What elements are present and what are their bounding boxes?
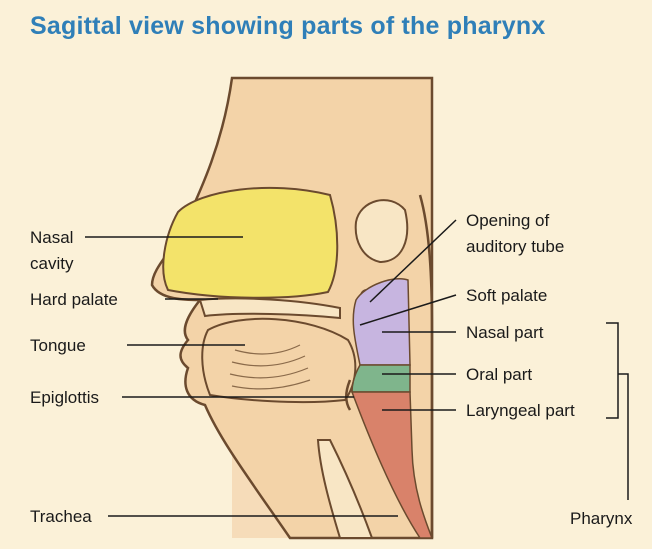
sphenoid-sinus: [356, 200, 408, 262]
pharynx-bracket: [606, 323, 628, 500]
label-laryngeal-part: Laryngeal part: [466, 400, 575, 421]
label-auditory-tube-2: auditory tube: [466, 236, 564, 257]
label-soft-palate: Soft palate: [466, 285, 547, 306]
label-nasal-part: Nasal part: [466, 322, 543, 343]
label-oral-part: Oral part: [466, 364, 532, 385]
oral-part-region: [352, 365, 410, 392]
label-nasal-cavity-1: Nasal: [30, 227, 73, 248]
label-nasal-cavity-2: cavity: [30, 253, 73, 274]
tongue-shape: [202, 319, 355, 402]
label-pharynx: Pharynx: [570, 508, 632, 529]
label-trachea: Trachea: [30, 506, 92, 527]
label-hard-palate: Hard palate: [30, 289, 118, 310]
label-auditory-tube-1: Opening of: [466, 210, 549, 231]
label-epiglottis: Epiglottis: [30, 387, 99, 408]
label-tongue: Tongue: [30, 335, 86, 356]
nasal-cavity-region: [163, 188, 337, 298]
